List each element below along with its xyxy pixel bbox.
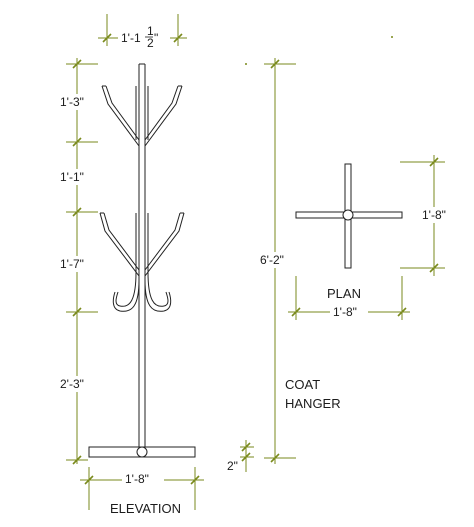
plan-view: PLAN <box>295 163 403 301</box>
dimension-base-thickness: 2" <box>227 459 238 473</box>
lower-hooks <box>99 212 185 312</box>
post <box>138 63 146 448</box>
base-thickness-dimension: 2" <box>227 440 254 473</box>
marker-dot <box>391 36 393 38</box>
dimension-top-width-numerator: 1 <box>147 24 154 38</box>
top-width-dimension: 1'-1 1 2 " <box>98 14 187 50</box>
dimension-lower-hooks: 1'-7" <box>60 257 84 271</box>
dimension-overall-height: 6'-2" <box>260 253 284 267</box>
overall-height-dimension: 6'-2" <box>258 58 296 464</box>
dimension-top-width: 1'-1 <box>121 31 141 45</box>
plan-width-dimension: 1'-8" <box>288 276 410 320</box>
base <box>88 446 196 458</box>
upper-hooks <box>101 85 183 147</box>
title-line-1: COAT <box>285 377 320 392</box>
dimension-plan-depth: 1'-8" <box>422 208 446 222</box>
marker-dot <box>245 63 247 65</box>
base-width-dimension: 1'-8" ELEVATION <box>80 467 204 516</box>
title-line-2: HANGER <box>285 396 341 411</box>
plan-label: PLAN <box>327 286 361 301</box>
drawing-title: COAT HANGER <box>285 377 341 411</box>
elevation-label: ELEVATION <box>110 501 181 516</box>
dimension-hook-gap: 1'-1" <box>60 170 84 184</box>
dimension-top-width-denominator: 2 <box>147 36 154 50</box>
dimension-plan-width: 1'-8" <box>333 305 357 319</box>
dimension-lower-post: 2'-3" <box>60 377 84 391</box>
elevation-view <box>88 63 196 458</box>
plan-depth-dimension: 1'-8" <box>400 155 454 276</box>
dimension-upper-hooks: 1'-3" <box>60 95 84 109</box>
dimension-base-width: 1'-8" <box>125 472 149 486</box>
dimension-top-width-suffix: " <box>154 31 158 45</box>
left-vertical-dimensions: 1'-3" 1'-1" 1'-7" 2'-3" <box>59 58 98 465</box>
